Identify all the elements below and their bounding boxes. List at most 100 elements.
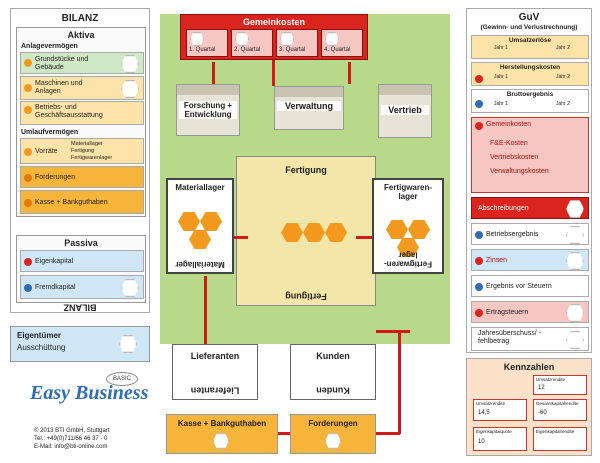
eigenkapital-label: Eigenkapital	[35, 258, 74, 265]
guv-title: GuV	[518, 12, 540, 23]
gemeinkosten-box[interactable]: Gemeinkosten 1. Quartal 2. Quartal 3. Qu…	[180, 14, 368, 60]
eigenkapital-row[interactable]: Eigenkapital	[20, 250, 144, 272]
ergebnis-vor-steuern-label: Ergebnis vor Steuern	[486, 283, 552, 290]
product-hex-icon	[200, 212, 222, 231]
arrow-right-line	[356, 236, 372, 239]
jahr2-label: Jahr 2	[556, 45, 570, 51]
kennzahl-label: Eigenkapitalquote	[476, 429, 512, 434]
product-hex-icon	[408, 220, 430, 239]
eigentuemer-label: Eigentümer	[17, 331, 62, 340]
quartal-4[interactable]: 4. Quartal	[321, 29, 363, 57]
abschreibungen-label: Abschreibungen	[478, 205, 529, 212]
orange-dot-icon	[24, 106, 32, 114]
ertragsteuern-row[interactable]: Ertragsteuern	[471, 301, 589, 323]
arrow-up-line	[272, 60, 275, 86]
maschinen-label: Maschinen und Anlagen	[35, 80, 83, 96]
fertigung-hall[interactable]: Fertigung Fertigung	[236, 156, 376, 306]
arrow-left-line	[376, 432, 400, 435]
abschreibungen-row[interactable]: Abschreibungen	[471, 197, 589, 219]
forschung-label: Forschung + Entwicklung	[179, 101, 237, 120]
fertigwarenlager-box[interactable]: Fertigwaren-lager Fertigwaren-lager	[372, 178, 444, 274]
building-roof	[379, 85, 431, 95]
zinsen-row[interactable]: Zinsen	[471, 249, 589, 271]
product-hex-icon	[397, 238, 419, 257]
coin-placeholder-icon	[190, 32, 204, 46]
zinsen-label: Zinsen	[486, 257, 508, 264]
kennzahl-value: 10	[478, 439, 485, 445]
quartal-2[interactable]: 2. Quartal	[231, 29, 273, 57]
jahr1-label: Jahr 1	[494, 74, 508, 80]
red-dot-icon	[24, 258, 32, 266]
betriebs-row[interactable]: Betriebs- und Geschäftsausstattung	[20, 101, 144, 125]
coin-placeholder-icon	[121, 55, 139, 73]
quartal-1[interactable]: 1. Quartal	[186, 29, 228, 57]
vorraete-item: Fertigung	[71, 148, 95, 154]
coin-placeholder-icon	[213, 433, 229, 449]
product-hex-icon	[325, 223, 347, 242]
vorraete-row[interactable]: Vorräte Materiallager Fertigung Fertigwa…	[20, 138, 144, 164]
forderungen-row[interactable]: Forderungen	[20, 166, 144, 188]
fertigung-label: Fertigung	[285, 165, 327, 175]
lieferanten-box[interactable]: Lieferanten Lieferanten	[172, 344, 258, 400]
kennzahl-label: Umsatzrendite	[476, 401, 506, 406]
orange-dot-icon	[24, 174, 32, 182]
umsatzerloese-label: Umsatzerlöse	[508, 37, 552, 44]
quartal-3[interactable]: 3. Quartal	[276, 29, 318, 57]
kennzahl-box[interactable]: Eigenkapitalquote 10	[473, 427, 527, 451]
kasse-bottom-box[interactable]: Kasse + Bankguthaben	[166, 414, 278, 454]
kasse-bottom-label: Kasse + Bankguthaben	[177, 419, 267, 428]
vertrieb-building[interactable]: Vertrieb	[378, 84, 432, 138]
kennzahl-box[interactable]: Eigenkapitalrendite	[533, 427, 587, 451]
coin-placeholder-icon	[566, 200, 584, 218]
vertriebskosten-label: Vertriebskosten	[490, 154, 539, 161]
kennzahl-box[interactable]: Umsatzrendite 14,5	[473, 399, 527, 421]
verwaltung-building[interactable]: Verwaltung	[274, 86, 344, 130]
coin-placeholder-icon	[566, 304, 584, 322]
jahr2-label: Jahr 2	[556, 101, 570, 107]
kasse-row[interactable]: Kasse + Bankguthaben	[20, 190, 144, 214]
coin-placeholder-icon	[566, 331, 584, 349]
kennzahl-label: Gesamtkapitalrendite	[536, 401, 579, 406]
eigentuemer-box[interactable]: Eigentümer Ausschüttung	[10, 326, 150, 362]
materiallager-label: Materiallager	[175, 183, 225, 192]
fertigwarenlager-label: Fertigwaren-lager	[383, 183, 432, 202]
orange-dot-icon	[24, 148, 32, 156]
coin-placeholder-icon	[566, 226, 584, 244]
kennzahl-label: Umsatzrendite	[536, 377, 566, 382]
bruttoergebnis-row[interactable]: Bruttoergebnis Jahr 1 Jahr 2	[471, 89, 589, 113]
grundstuecke-row[interactable]: Grundstücke und Gebäude	[20, 52, 144, 74]
coin-placeholder-icon	[121, 279, 139, 297]
ausschuettung-label: Ausschüttung	[17, 343, 66, 352]
kunden-box[interactable]: Kunden Kunden	[290, 344, 376, 400]
jahresueberschuss-row[interactable]: Jahresüberschuss/ -fehlbetrag	[471, 327, 589, 351]
kennzahl-box[interactable]: Umsatzrendite 12	[533, 375, 587, 395]
vorraete-item: Materiallager	[71, 141, 103, 147]
betriebsergebnis-row[interactable]: Betriebsergebnis	[471, 223, 589, 245]
forderungen-bottom-box[interactable]: Forderungen	[290, 414, 376, 454]
maschinen-row[interactable]: Maschinen und Anlagen	[20, 76, 144, 100]
gemeinkosten-row[interactable]: Gemeinkosten F&E-Kosten Vertriebskosten …	[471, 117, 589, 193]
jahr2-label: Jahr 2	[556, 74, 570, 80]
vorraete-item: Fertigwarenlager	[71, 155, 113, 161]
quartal-label: 2. Quartal	[234, 47, 261, 53]
passiva-box: Passiva Eigenkapital Fremdkapital	[16, 235, 146, 303]
forderungen-bottom-label: Forderungen	[308, 419, 358, 428]
fremdkapital-row[interactable]: Fremdkapital	[20, 275, 144, 299]
umsatzerloese-row[interactable]: Umsatzerlöse Jahr 1 Jahr 2	[471, 35, 589, 59]
guv-panel: GuV (Gewinn- und Verlustrechnung) Umsatz…	[466, 8, 592, 353]
ertragsteuern-label: Ertragsteuern	[486, 309, 529, 316]
betriebs-label: Betriebs- und Geschäftsausstattung	[35, 104, 103, 120]
ergebnis-vor-steuern-row[interactable]: Ergebnis vor Steuern	[471, 275, 589, 297]
fe-kosten-label: F&E-Kosten	[490, 140, 528, 147]
jahr1-label: Jahr 1	[494, 101, 508, 107]
kennzahl-label: Eigenkapitalrendite	[536, 429, 575, 434]
quartal-label: 1. Quartal	[189, 47, 216, 53]
email-text: E-Mail: info@bti-online.com	[34, 444, 108, 450]
kennzahl-box[interactable]: Gesamtkapitalrendite -60	[533, 399, 587, 421]
materiallager-box[interactable]: Materiallager Materiallager	[166, 178, 234, 274]
basic-badge: BASIC	[106, 372, 138, 386]
product-hex-icon	[386, 220, 408, 239]
forschung-building[interactable]: Forschung + Entwicklung	[176, 84, 240, 136]
red-dot-icon	[475, 257, 483, 265]
herstellungskosten-row[interactable]: Herstellungskosten Jahr 1 Jahr 2	[471, 62, 589, 86]
